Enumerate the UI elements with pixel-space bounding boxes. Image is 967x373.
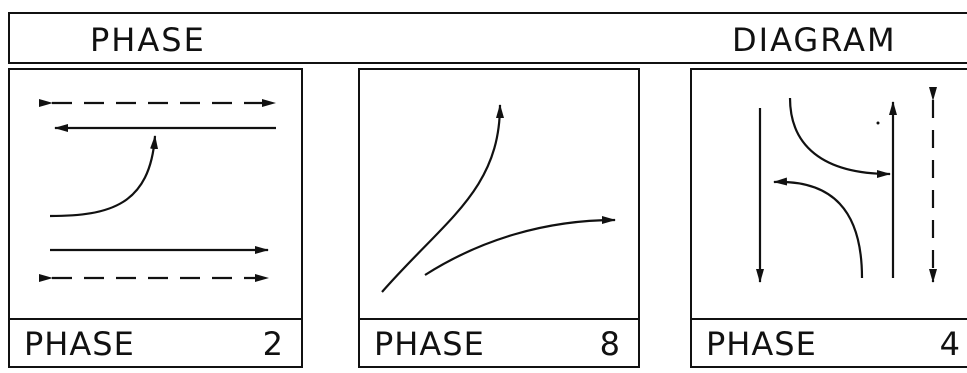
- header-diagram-label: DIAGRAM: [732, 21, 897, 59]
- phase-4-number: 4: [939, 325, 960, 363]
- phase-4-movement-diagram: [756, 87, 937, 283]
- phase-8-movement-diagram: [381, 104, 616, 293]
- phase-4-label: PHASE: [706, 325, 817, 363]
- left-turn-arrow: [49, 135, 159, 218]
- phase-panel-4: PHASE 4: [690, 68, 967, 368]
- header-phase-label: PHASE: [90, 21, 206, 59]
- bottom-left-turn-arrow: [773, 177, 864, 279]
- left-turn-up-arrow: [381, 104, 504, 293]
- phase-2-label: PHASE: [24, 325, 135, 363]
- phase-2-number: 2: [262, 325, 283, 363]
- phase-8-label-box: PHASE 8: [358, 318, 640, 368]
- top-right-turn-arrow: [788, 97, 891, 178]
- phase-4-label-box: PHASE 4: [690, 318, 967, 368]
- right-turn-arrow: [424, 216, 616, 276]
- phase-2-label-box: PHASE 2: [8, 318, 303, 368]
- speck-dot: [876, 121, 880, 125]
- phase-8-label: PHASE: [374, 325, 485, 363]
- phase-8-number: 8: [599, 325, 620, 363]
- phase-2-movement-diagram: [39, 99, 276, 282]
- phase-panel-8: PHASE 8: [358, 68, 640, 368]
- phase-panel-2: PHASE 2: [8, 68, 303, 368]
- diagram-header: PHASE DIAGRAM: [8, 12, 967, 64]
